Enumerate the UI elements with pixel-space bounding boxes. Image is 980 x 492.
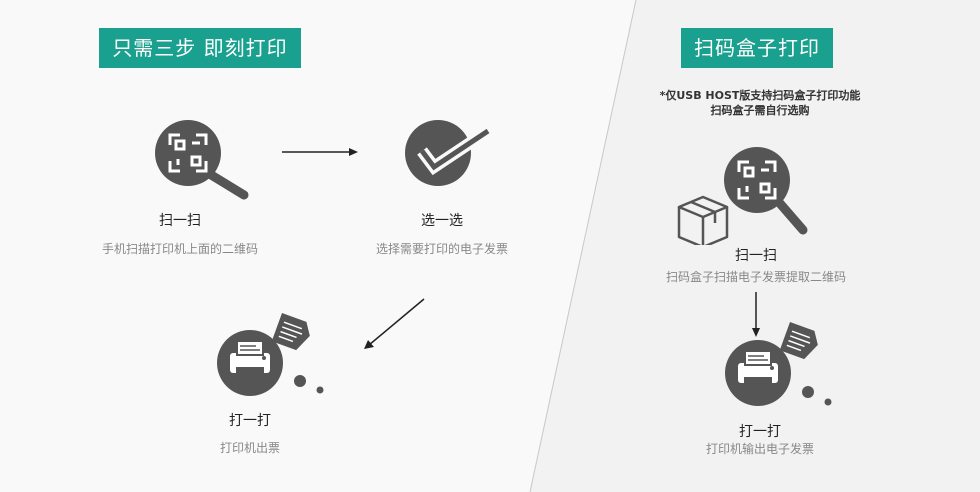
step-label: 扫一扫 — [735, 248, 777, 264]
usb-host-note: *仅USB HOST版支持扫码盒子打印功能 — [659, 89, 861, 102]
step-desc: 选择需要打印的电子发票 — [375, 242, 508, 256]
arrow-down-left-icon — [364, 298, 425, 349]
step-label: 打一打 — [739, 424, 781, 440]
package-box-icon — [677, 195, 729, 245]
step-label: 扫一扫 — [159, 213, 201, 229]
scan-qr-icon — [155, 120, 249, 200]
step-desc: 扫码盒子扫描电子发票提取二维码 — [665, 270, 846, 284]
printer-icon — [725, 322, 832, 406]
left-panel-title: 只需三步 即刻打印 — [99, 28, 301, 68]
scan-box-icon — [677, 147, 808, 245]
box-purchase-note: 扫码盒子需自行选购 — [710, 104, 810, 117]
step-label: 打一打 — [229, 413, 271, 429]
arrow-right-icon — [282, 148, 358, 156]
step-desc: 打印机输出电子发票 — [705, 442, 814, 456]
step-desc: 打印机出票 — [219, 441, 280, 455]
arrow-down-icon — [752, 292, 760, 337]
panel-divider — [529, 0, 637, 492]
printer-icon — [217, 313, 324, 396]
right-panel-bg — [530, 0, 980, 492]
step-desc: 手机扫描打印机上面的二维码 — [101, 242, 258, 256]
checkmark-icon — [405, 120, 492, 186]
left-panel-bg — [0, 0, 636, 492]
step-label: 选一选 — [421, 213, 463, 229]
right-panel-title: 扫码盒子打印 — [681, 28, 833, 68]
